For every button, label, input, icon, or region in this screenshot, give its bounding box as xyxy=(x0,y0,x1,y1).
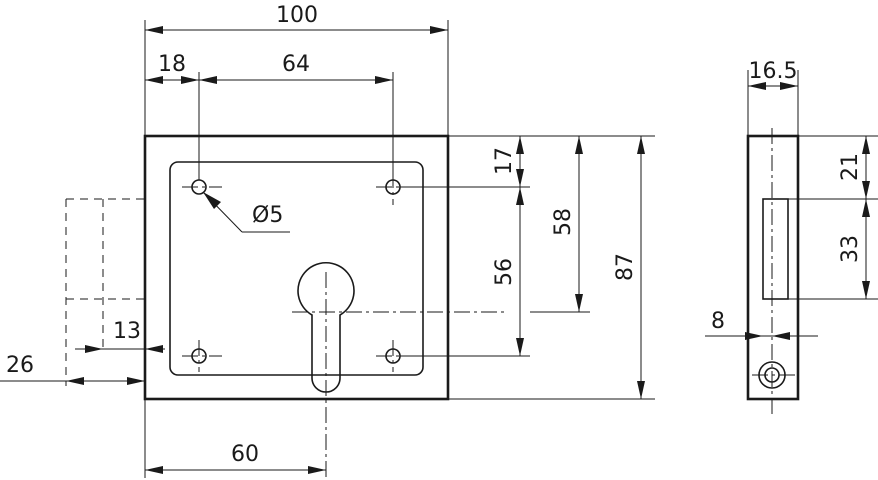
bolt-hidden-lines xyxy=(65,198,145,386)
side-case-outline xyxy=(746,134,800,401)
dim-26: 26 xyxy=(6,353,34,378)
side-slot xyxy=(762,198,789,300)
dim-33: 33 xyxy=(838,235,863,263)
dim-87: 87 xyxy=(613,253,638,281)
dim-64: 64 xyxy=(282,52,310,77)
dim-hole-diameter: Ø5 xyxy=(252,203,283,228)
dim-8: 8 xyxy=(711,309,725,334)
dim-60: 60 xyxy=(231,442,259,467)
cover-plate-outline xyxy=(169,161,424,376)
side-dimensions xyxy=(705,70,878,340)
hole-centerlines xyxy=(182,172,416,372)
cylinder-cutout xyxy=(297,261,355,393)
lock-case-outline xyxy=(143,134,450,401)
front-dimensions xyxy=(0,20,655,478)
dim-21: 21 xyxy=(838,153,863,181)
dim-18: 18 xyxy=(158,52,186,77)
side-view xyxy=(746,128,800,415)
dim-16-5: 16.5 xyxy=(749,59,798,84)
dim-56: 56 xyxy=(492,258,517,286)
dim-100: 100 xyxy=(276,3,318,28)
dim-17: 17 xyxy=(492,147,517,175)
dim-58: 58 xyxy=(551,208,576,236)
front-view xyxy=(65,134,506,480)
dimension-labels: 100 18 64 Ø5 60 13 26 17 56 58 87 16.5 2… xyxy=(6,3,863,467)
dim-13: 13 xyxy=(113,319,141,344)
